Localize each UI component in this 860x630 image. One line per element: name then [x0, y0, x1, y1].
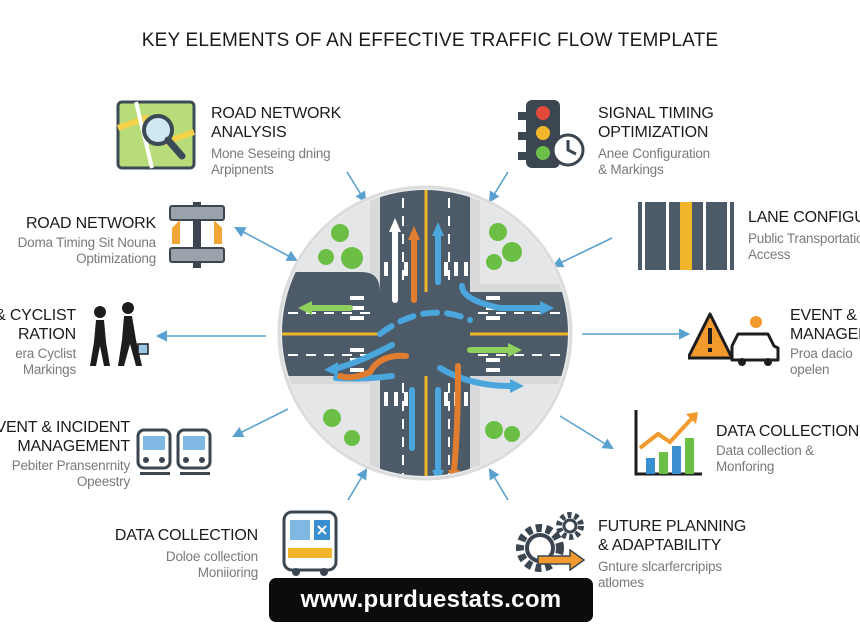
website-banner: www.purduestats.com: [269, 578, 593, 622]
road-signpost-icon: [169, 202, 225, 268]
label-road-network-analysis: ROAD NETWORK ANALYSIS Mone Seseing dning…: [211, 105, 342, 177]
warning-car-icon: [688, 312, 780, 366]
connector-arrow: [234, 226, 298, 262]
label-road-network: ROAD NETWORK Doma Timing Sit Nouna Optim…: [17, 215, 157, 266]
connector-arrows: [155, 171, 691, 501]
connector-arrow: [346, 171, 367, 203]
label-event-incident-management: EVENT & INCIDENT MANAGEMENT Pebiter Pran…: [0, 419, 130, 489]
connector-arrow: [488, 468, 509, 501]
label-data-collection-right: DATA COLLECTION Data collection & Monfor…: [716, 423, 860, 474]
diagram-title: KEY ELEMENTS OF AN EFFECTIVE TRAFFIC FLO…: [141, 30, 719, 51]
label-event-incident-right: EVENT & I MANAGEM Proa dacio opelen: [790, 307, 860, 377]
label-signal-timing-optimization: SIGNAL TIMING OPTIMIZATION Anee Configur…: [598, 105, 714, 177]
bus-icon: [282, 510, 338, 576]
trains-icon: [136, 428, 212, 475]
gears-arrow-icon: [516, 512, 586, 572]
label-lane-configuration: LANE CONFIGUR Public Transportatio Acces…: [748, 209, 860, 262]
traffic-light-clock-icon: [518, 100, 585, 168]
lane-markings-icon: [638, 202, 734, 270]
pedestrians-icon: [90, 302, 149, 366]
map-magnifier-icon: [116, 100, 196, 170]
label-data-collection-left: DATA COLLECTION Doloe collection Moniior…: [114, 527, 258, 580]
growth-chart-icon: [634, 410, 702, 476]
connector-arrow: [231, 408, 289, 438]
connector-arrow: [559, 415, 614, 450]
label-future-planning: FUTURE PLANNING & ADAPTABILITY Gnture sl…: [598, 518, 747, 590]
connector-arrow: [488, 171, 509, 203]
connector-arrow: [347, 468, 368, 501]
label-pedestrian-cyclist: & CYCLIST RATION era Cyclist Markings: [0, 307, 76, 377]
connector-arrow: [551, 237, 613, 268]
